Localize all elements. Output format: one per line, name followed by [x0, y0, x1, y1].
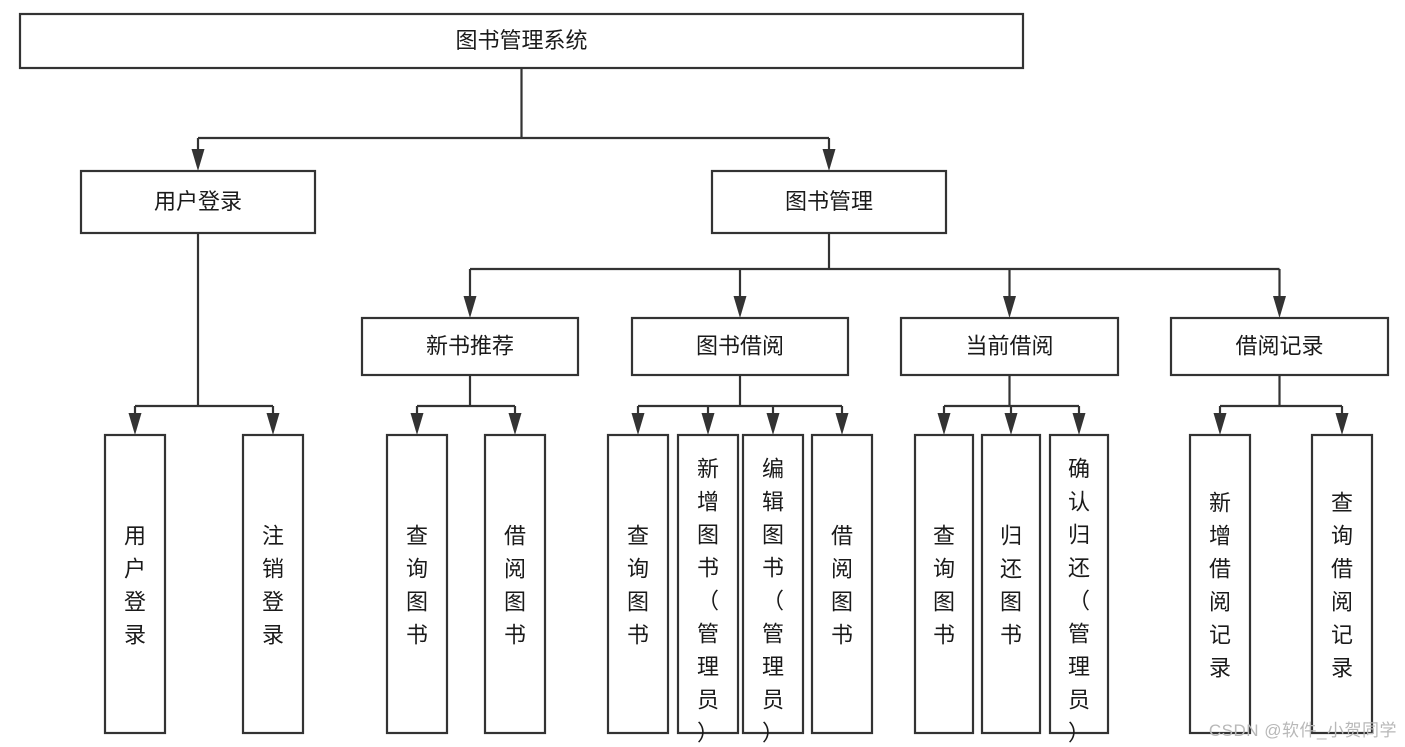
node-borrow-record-box	[1169, 316, 1390, 377]
node-leaf-user-login[interactable]: 用户登录	[103, 433, 167, 735]
node-leaf-query-book-rec-label: 查询图书	[406, 524, 428, 648]
node-leaf-query-book-current-label: 查询图书	[933, 524, 955, 648]
node-leaf-query-borrow-record-box	[1310, 433, 1374, 735]
node-leaf-confirm-return-admin-label: 确认归还（管理员）	[1068, 457, 1090, 746]
node-leaf-add-borrow-record-label: 新增借阅记录	[1209, 491, 1231, 681]
node-book-manage-label: 图书管理	[785, 189, 873, 214]
node-leaf-query-book-current-box	[913, 433, 975, 735]
node-book-borrow-box	[630, 316, 850, 377]
node-leaf-user-logout[interactable]: 注销登录	[241, 433, 305, 735]
node-new-book-recommend-label: 新书推荐	[426, 333, 514, 358]
node-leaf-add-borrow-record-box	[1188, 433, 1252, 735]
node-leaf-borrow-book-rec[interactable]: 借阅图书	[483, 433, 547, 735]
node-leaf-borrow-book-label: 借阅图书	[831, 524, 853, 648]
node-book-manage-box	[710, 169, 948, 235]
node-leaf-edit-book-admin-label: 编辑图书（管理员）	[762, 457, 784, 746]
node-leaf-edit-book-admin[interactable]: 编辑图书（管理员）	[741, 433, 805, 746]
node-user-login[interactable]: 用户登录	[79, 169, 317, 235]
node-leaf-edit-book-admin-box	[741, 433, 805, 735]
node-leaf-confirm-return-admin-box	[1048, 433, 1110, 735]
node-leaf-query-book-borrow-box	[606, 433, 670, 735]
node-borrow-record-label: 借阅记录	[1235, 333, 1323, 358]
node-leaf-add-book-admin[interactable]: 新增图书（管理员）	[676, 433, 740, 746]
node-leaf-user-login-label: 用户登录	[124, 524, 146, 648]
node-root[interactable]: 图书管理系统	[18, 12, 1025, 70]
node-current-borrow-label: 当前借阅	[965, 333, 1053, 358]
node-leaf-query-book-current[interactable]: 查询图书	[913, 433, 975, 735]
node-book-borrow[interactable]: 图书借阅	[630, 316, 850, 377]
node-leaf-return-book-box	[980, 433, 1042, 735]
node-leaf-query-book-borrow[interactable]: 查询图书	[606, 433, 670, 735]
node-user-login-label: 用户登录	[154, 189, 242, 214]
node-leaf-return-book[interactable]: 归还图书	[980, 433, 1042, 735]
node-root-box	[18, 12, 1025, 70]
node-leaf-confirm-return-admin[interactable]: 确认归还（管理员）	[1048, 433, 1110, 746]
node-leaf-borrow-book[interactable]: 借阅图书	[810, 433, 874, 735]
node-leaf-borrow-book-rec-label: 借阅图书	[504, 524, 526, 648]
node-book-manage[interactable]: 图书管理	[710, 169, 948, 235]
node-leaf-query-book-rec[interactable]: 查询图书	[385, 433, 449, 735]
node-new-book-recommend-box	[360, 316, 580, 377]
node-leaf-query-book-borrow-label: 查询图书	[627, 524, 649, 648]
node-leaf-user-logout-label: 注销登录	[262, 524, 284, 648]
node-leaf-add-borrow-record[interactable]: 新增借阅记录	[1188, 433, 1252, 735]
node-leaf-query-borrow-record-label: 查询借阅记录	[1331, 491, 1353, 681]
node-leaf-borrow-book-box	[810, 433, 874, 735]
node-leaf-user-logout-box	[241, 433, 305, 735]
node-current-borrow[interactable]: 当前借阅	[899, 316, 1120, 377]
csdn-watermark: CSDN @软件_小贺同学	[1208, 721, 1397, 740]
node-new-book-recommend[interactable]: 新书推荐	[360, 316, 580, 377]
node-leaf-user-login-box	[103, 433, 167, 735]
node-leaf-query-book-rec-box	[385, 433, 449, 735]
node-current-borrow-box	[899, 316, 1120, 377]
node-leaf-borrow-book-rec-box	[483, 433, 547, 735]
node-borrow-record[interactable]: 借阅记录	[1169, 316, 1390, 377]
node-leaf-add-book-admin-box	[676, 433, 740, 735]
node-leaf-add-book-admin-label: 新增图书（管理员）	[697, 457, 719, 746]
node-book-borrow-label: 图书借阅	[696, 333, 784, 358]
node-root-label: 图书管理系统	[455, 28, 587, 53]
node-leaf-return-book-label: 归还图书	[1000, 524, 1022, 648]
node-user-login-box	[79, 169, 317, 235]
node-leaf-query-borrow-record[interactable]: 查询借阅记录	[1310, 433, 1374, 735]
